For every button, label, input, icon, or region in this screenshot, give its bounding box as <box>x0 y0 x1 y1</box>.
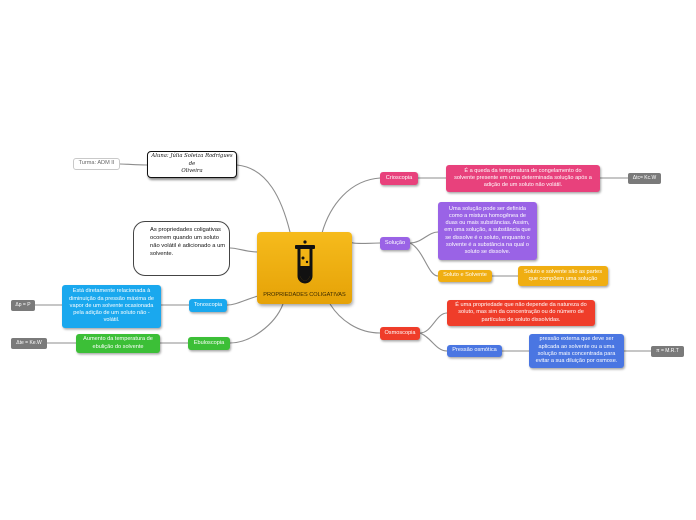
soluto-desc-line: Soluto e solvente são as partes <box>523 268 603 275</box>
pressao-desc-line: evitar a sua diluição por osmose. <box>535 358 618 365</box>
class-node[interactable]: Turma: ADM II <box>73 158 120 170</box>
student-name-line-1: Aluna: Júlia Soleiza Rodrigues de <box>151 152 233 167</box>
ebuloscopia-description-node[interactable]: Aumento da temperatura de ebulição do so… <box>76 334 160 353</box>
solucao-node[interactable]: Solução <box>380 237 410 250</box>
soluto-solvente-label: Soluto e Solvente <box>443 272 487 279</box>
tonoscopia-node[interactable]: Tonoscopia <box>189 299 227 312</box>
osmoscopia-desc-line: É uma propriedade que não depende da nat… <box>455 302 587 309</box>
osmoscopia-desc-line: soluto, mas sim da concentração ou do nú… <box>458 309 584 316</box>
ebuloscopia-desc-line: Aumento da temperatura de <box>83 336 153 343</box>
tonoscopia-desc-line: vapor de um solvente ocasionada <box>69 302 154 309</box>
soluto-solvente-node[interactable]: Soluto e Solvente <box>438 270 492 282</box>
osmoscopia-description-node[interactable]: É uma propriedade que não depende da nat… <box>447 300 595 326</box>
link-central-tonoscopia <box>226 295 259 306</box>
ebuloscopia-node[interactable]: Ebuloscopia <box>188 337 230 350</box>
tonoscopia-description-node[interactable]: Está diretamente relacionada à diminuiçã… <box>62 285 161 328</box>
solucao-desc-line: Uma solução pode ser definida <box>448 205 527 212</box>
pressao-desc-line: solução mais concentrada para <box>537 351 616 357</box>
callout-line: um solvente. <box>150 243 226 258</box>
link-central-ebuloscopia <box>229 303 284 344</box>
callout-line: soluto não <box>150 235 219 250</box>
osmoscopia-node[interactable]: Osmoscopia <box>380 327 420 340</box>
crioscopia-desc-line: solvente presente em uma determinada sol… <box>454 174 592 181</box>
tonoscopia-formula-node[interactable]: Δp = P <box>11 300 35 311</box>
link-central-aluno <box>236 164 291 233</box>
crioscopia-description-node[interactable]: É a queda da temperatura de congelamento… <box>446 165 600 192</box>
student-name-node[interactable]: Aluna: Júlia Soleiza Rodrigues de Olivei… <box>147 151 237 178</box>
tonoscopia-label: Tonoscopia <box>193 301 223 308</box>
central-topic-node[interactable]: PROPRIEDADES COLIGATIVAS <box>257 232 352 304</box>
solucao-description-node[interactable]: Uma solução pode ser definida como a mis… <box>438 202 537 260</box>
link-central-osmoscopia <box>329 303 381 334</box>
link-aluno-turma <box>119 163 148 166</box>
callout-line: ocorrem quando um <box>150 235 202 242</box>
solucao-desc-line: como a mistura homogênea de <box>448 212 527 219</box>
class-label: Turma: ADM II <box>78 160 115 167</box>
callout-line: As propriedades <box>150 227 193 233</box>
link-central-crioscopia <box>321 177 381 234</box>
solucao-desc-line: soluto se dissolve. <box>464 249 511 256</box>
test-tube-icon <box>295 240 315 284</box>
tonoscopia-desc-line: volátil. <box>103 317 120 324</box>
pressao-desc-line: aplicada ao solvente ou a uma <box>538 343 615 350</box>
solucao-desc-line: em uma solução, a substância que <box>444 227 531 234</box>
solucao-label: Solução <box>384 239 406 246</box>
tonoscopia-formula: Δp = P <box>15 302 31 309</box>
link-osmoscopia-desc <box>419 312 448 334</box>
tonoscopia-desc-line: pela adição de um soluto não - <box>73 310 150 317</box>
crioscopia-node[interactable]: Crioscopia <box>380 172 418 185</box>
pressao-osmotica-label: Pressão osmótica <box>452 347 497 354</box>
pressao-osmotica-description-node[interactable]: pressão externa que deve ser aplicada ao… <box>529 334 624 368</box>
intro-callout-node[interactable]: As propriedades coligativas ocorrem quan… <box>133 221 230 276</box>
student-name-line-2: Oliveira <box>181 168 203 175</box>
soluto-solvente-description-node[interactable]: Soluto e solvente são as partes que comp… <box>518 266 608 286</box>
crioscopia-formula: Δtc= Kc.W <box>632 175 657 182</box>
soluto-desc-line: que compõem uma solução <box>528 276 598 282</box>
solucao-desc-line: duas ou mais substâncias. Assim, <box>445 220 530 227</box>
link-osmoscopia-pressao <box>419 332 448 352</box>
osmoscopia-desc-line: partículas de soluto dissolvidas. <box>481 316 561 323</box>
pressao-osmotica-formula: π = M.R.T <box>656 348 679 355</box>
crioscopia-desc-line: adição de um soluto não volátil. <box>483 182 563 189</box>
ebuloscopia-formula: Δte = Ke.W <box>16 340 42 347</box>
pressao-osmotica-node[interactable]: Pressão osmótica <box>447 345 502 357</box>
solucao-desc-line: solvente é a substância na qual o <box>445 241 530 248</box>
crioscopia-label: Crioscopia <box>385 174 413 181</box>
pressao-desc-line: pressão externa que deve ser <box>539 336 614 343</box>
tonoscopia-desc-line: diminuição da pressão máxima de <box>69 295 154 302</box>
tonoscopia-desc-line: Está diretamente relacionada à <box>72 288 151 295</box>
ebuloscopia-formula-node[interactable]: Δte = Ke.W <box>11 338 47 349</box>
link-solucao-soluto <box>409 242 439 277</box>
crioscopia-desc-line: É a queda da temperatura de congelamento… <box>464 167 582 174</box>
central-topic-label: PROPRIEDADES COLIGATIVAS <box>263 292 346 298</box>
callout-line: volátil é adicionado a <box>161 243 216 250</box>
solucao-desc-line: se dissolve é o soluto, enquanto o <box>445 234 530 241</box>
callout-line: coligativas <box>193 227 221 233</box>
crioscopia-formula-node[interactable]: Δtc= Kc.W <box>628 173 661 184</box>
ebuloscopia-desc-line: ebulição do solvente <box>92 343 144 350</box>
osmoscopia-label: Osmoscopia <box>384 329 416 336</box>
ebuloscopia-label: Ebuloscopia <box>193 339 225 346</box>
link-central-callout <box>229 247 259 253</box>
pressao-osmotica-formula-node[interactable]: π = M.R.T <box>651 346 684 357</box>
link-solucao-desc <box>409 231 439 244</box>
